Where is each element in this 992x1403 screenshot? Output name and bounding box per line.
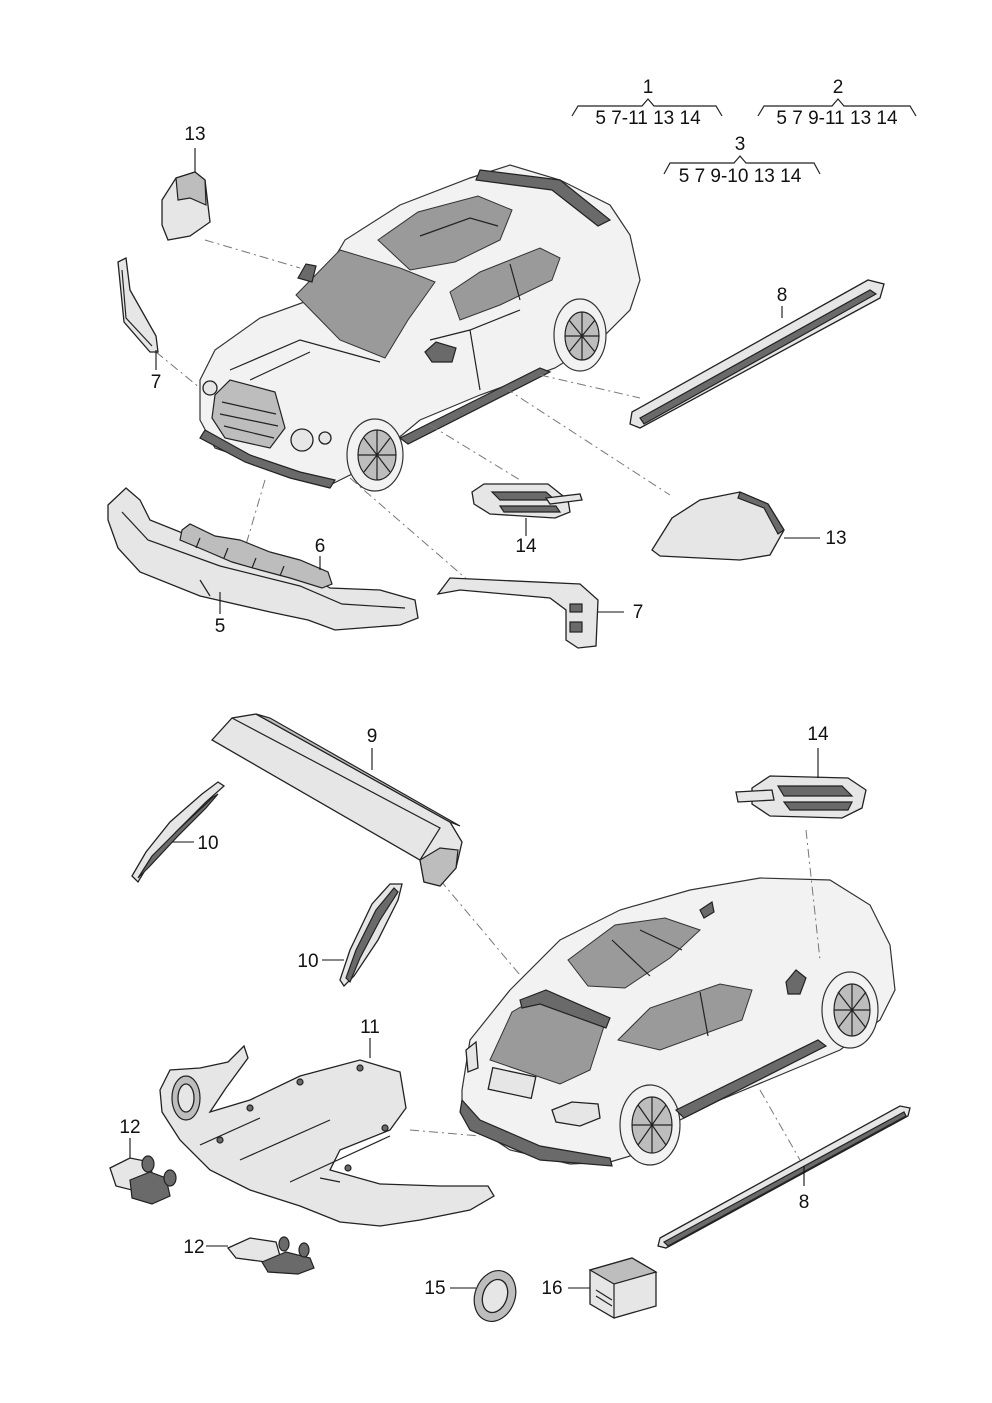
wing-vent-rear: 14	[735, 724, 867, 819]
tailpipe-left: 12	[109, 1117, 177, 1205]
group-3: 3 5 7 9-10 13 14	[663, 134, 821, 187]
mirror-cap-left: 13	[161, 124, 211, 241]
fitting-kit: 16	[541, 1257, 658, 1319]
spoiler-side-right: 10	[297, 883, 403, 988]
assembly-guides-top	[155, 239, 671, 583]
assembly-guides-bottom	[409, 829, 821, 1161]
group-3-members: 5 7 9-10 13 14	[679, 166, 802, 187]
callout-10-upper: 10	[197, 833, 218, 854]
sealing-ring: 15	[424, 1270, 517, 1322]
rear-vehicle-illustration	[459, 877, 896, 1167]
wing-vent-front: 14	[471, 483, 583, 557]
sill-trim-lower: 8	[657, 1105, 911, 1249]
callout-13-left: 13	[184, 124, 205, 145]
group-2: 2 5 7 9-11 13 14	[757, 77, 917, 129]
a-pillar-trim-right: 7	[436, 577, 644, 649]
roof-spoiler: 9	[210, 713, 463, 887]
mirror-cap-right: 13	[651, 491, 847, 561]
group-1-members: 5 7-11 13 14	[595, 108, 701, 129]
sill-trim-upper: 8	[629, 279, 885, 429]
group-legend: 1 5 7-11 13 14 2 5 7 9-11 13 14 3 5 7 9-…	[571, 77, 917, 187]
callout-8-lower: 8	[799, 1192, 810, 1213]
spoiler-side-left: 10	[131, 781, 226, 884]
splitter-bracket: 6	[179, 523, 333, 589]
callout-12-upper: 12	[119, 1117, 140, 1138]
a-pillar-trim-left: 7	[117, 257, 162, 393]
callout-9: 9	[367, 726, 378, 747]
callout-16: 16	[541, 1278, 562, 1299]
callout-13-right: 13	[825, 528, 846, 549]
group-2-members: 5 7 9-11 13 14	[776, 108, 898, 129]
callout-5: 5	[215, 616, 226, 637]
callout-14-front: 14	[515, 536, 537, 557]
callout-7-left: 7	[151, 372, 162, 393]
callout-7-right: 7	[633, 602, 644, 623]
callout-11: 11	[360, 1017, 380, 1038]
group-2-number: 2	[833, 77, 844, 98]
callout-8-upper: 8	[777, 285, 788, 306]
callout-14-rear: 14	[807, 724, 829, 745]
group-1: 1 5 7-11 13 14	[571, 77, 723, 129]
front-vehicle-illustration	[199, 164, 641, 492]
callout-10-lower: 10	[297, 951, 318, 972]
tailpipe-right: 12	[183, 1236, 315, 1275]
rear-diffuser: 11	[159, 1017, 495, 1227]
callout-15: 15	[424, 1278, 445, 1299]
group-3-number: 3	[735, 134, 746, 155]
callout-12-lower: 12	[183, 1237, 204, 1258]
front-splitter: 5	[107, 487, 419, 637]
group-1-number: 1	[643, 77, 654, 98]
callout-6: 6	[315, 536, 326, 557]
